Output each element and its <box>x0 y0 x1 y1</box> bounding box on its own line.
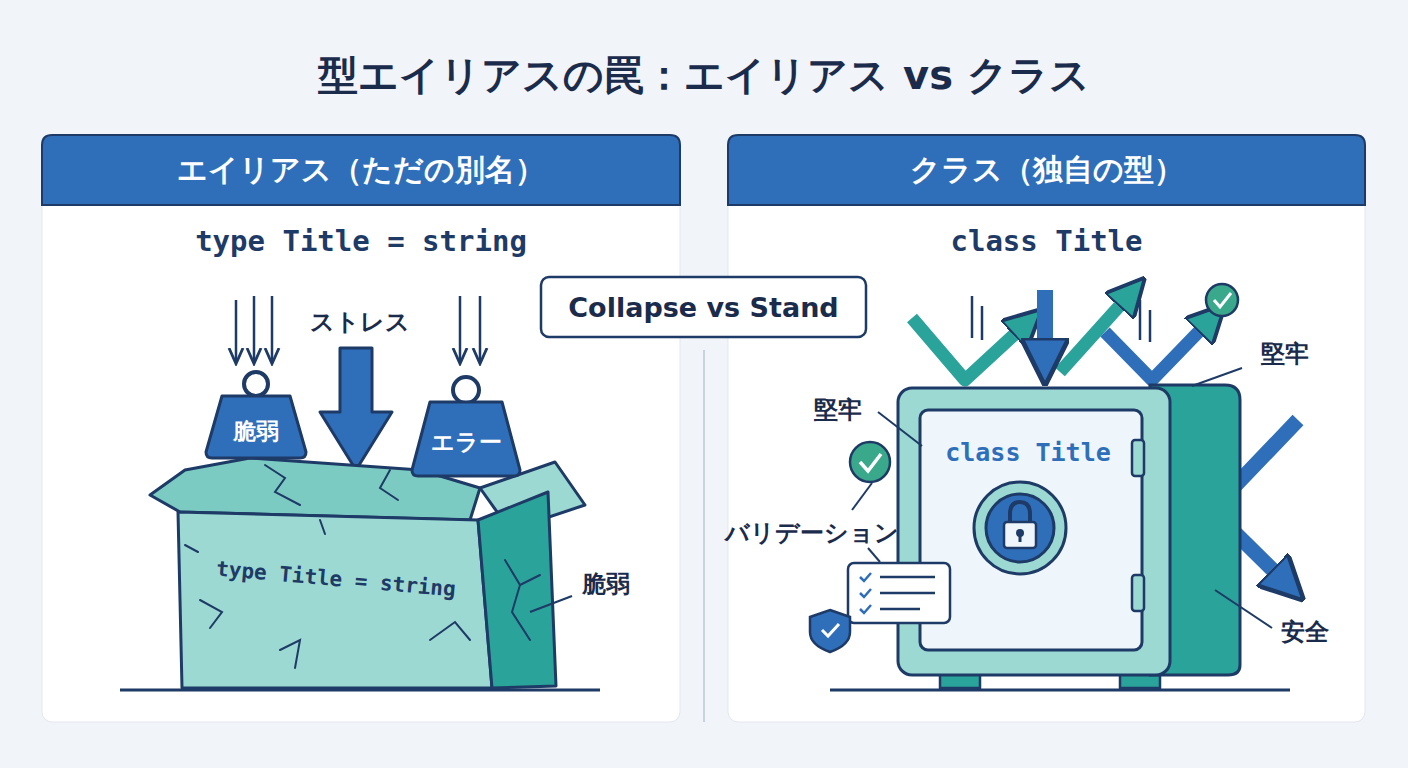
code-line: class Title <box>728 215 1365 267</box>
weight: 脆弱 <box>206 398 306 456</box>
callout-label: 堅牢 <box>814 394 862 426</box>
safe-code: class Title <box>926 430 1130 474</box>
callout-label: バリデーション <box>725 517 899 549</box>
center-badge: Collapse vs Stand <box>541 277 866 337</box>
callout-label: 脆弱 <box>582 568 630 600</box>
class-panel: クラス（独自の型） class Title class Title <box>728 135 1365 722</box>
weight-label: 脆弱 <box>206 408 306 454</box>
panel-header: エイリアス（ただの別名） <box>42 135 680 205</box>
badge-text: Collapse vs Stand <box>541 277 866 337</box>
alias-panel: エイリアス（ただの別名） type Title = string 脆弱 エラー type… <box>42 135 680 722</box>
safe: class Title <box>920 410 1132 650</box>
callout-label: 安全 <box>1281 616 1329 648</box>
weight: エラー <box>412 404 520 476</box>
box-code: type Title = string <box>195 544 478 614</box>
stress-label: ストレス <box>310 306 410 338</box>
panel-header: クラス（独自の型） <box>728 135 1365 205</box>
callout-label: 堅牢 <box>1261 338 1309 370</box>
cracked-box: type Title = string <box>182 520 488 686</box>
weight-label: エラー <box>412 416 520 468</box>
diagram-title: 型エイリアスの罠：エイリアス vs クラス <box>0 48 1408 103</box>
code-line: type Title = string <box>42 215 680 267</box>
